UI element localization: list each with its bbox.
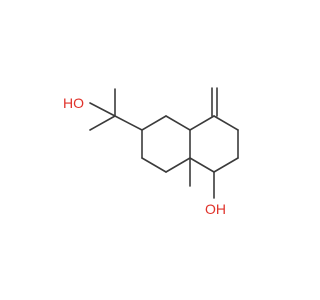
bond-ring-b-2 [213, 115, 239, 131]
bond-ring-a-1 [141, 115, 167, 131]
bond-ring-a-4 [165, 157, 191, 173]
molecule-structure-diagram: HO OH [63, 87, 239, 217]
bond-quaternary-to-hydroxyl [89, 102, 116, 117]
bond-quaternary-to-ring [114, 115, 143, 131]
bond-ring-a-5 [141, 157, 167, 173]
right-ring-bonds [189, 115, 239, 173]
hydroxyl-label-bottom: OH [205, 201, 226, 217]
bond-quaternary-to-methyl-left [89, 115, 116, 131]
bond-ring-b-5 [189, 157, 215, 173]
bond-ring-b-1 [189, 115, 215, 131]
hydroxyl-label-top: HO [63, 95, 84, 111]
methylene-double-bond [211, 87, 218, 117]
left-ring-bonds [141, 115, 191, 173]
side-chain-bonds [89, 88, 143, 131]
bond-ring-a-2 [165, 115, 191, 131]
bond-ring-b-4 [213, 157, 239, 173]
